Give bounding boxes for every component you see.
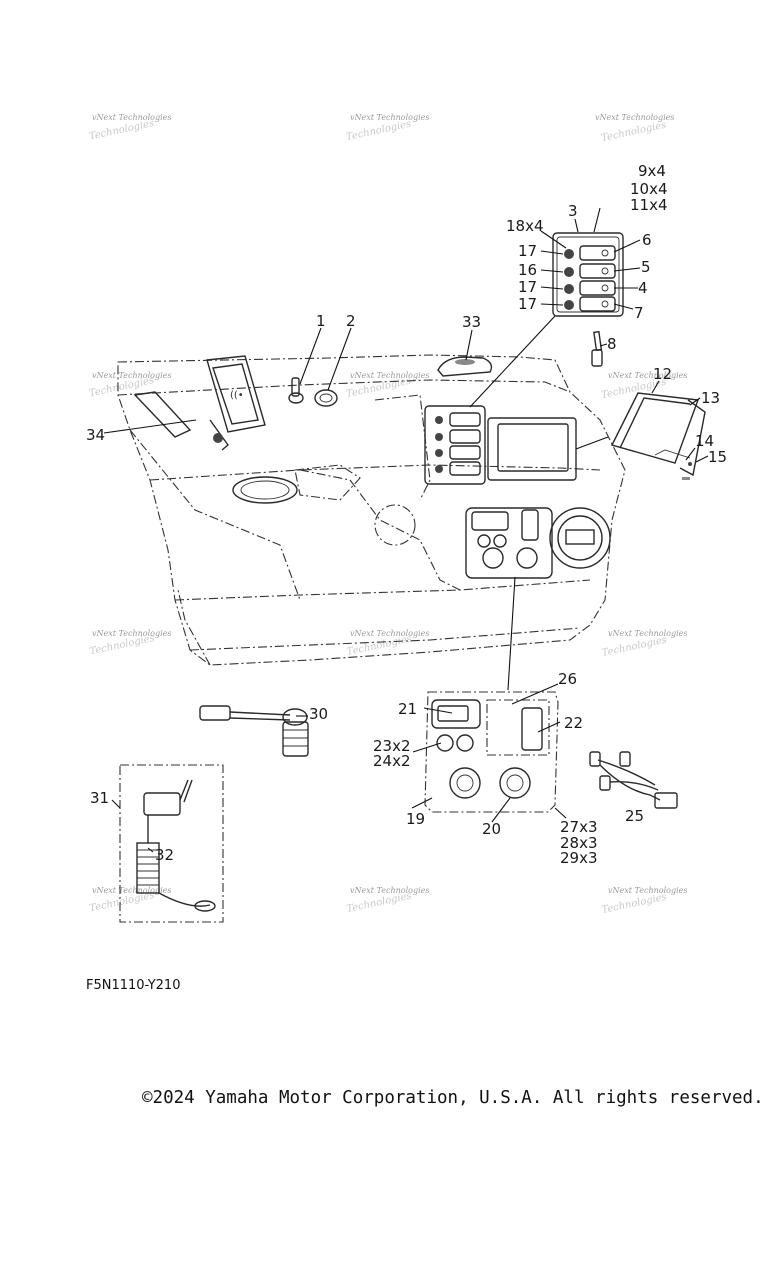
- callout-29: 29x3: [560, 849, 598, 867]
- callout-31: 31: [90, 789, 109, 807]
- callout-22: 22: [564, 714, 583, 732]
- callout-11: 11x4: [630, 196, 668, 214]
- callout-8: 8: [607, 335, 617, 353]
- callout-10: 10x4: [630, 180, 668, 198]
- callout-7: 7: [634, 304, 644, 322]
- callout-13: 13: [701, 389, 720, 407]
- gauge-unit: [610, 392, 706, 480]
- svg-text:vNext Technologies: vNext Technologies: [350, 371, 429, 380]
- svg-text:vNext Technologies: vNext Technologies: [350, 886, 429, 895]
- callout-23: 23x2: [373, 737, 411, 755]
- callout-2: 2: [346, 312, 356, 330]
- svg-text:vNext Technologies: vNext Technologies: [92, 886, 171, 895]
- kill-switch-box: [119, 764, 224, 923]
- switch-row: [564, 245, 616, 261]
- dash-control-cluster: [465, 507, 611, 579]
- svg-text:vNext Technologies: vNext Technologies: [595, 113, 674, 122]
- svg-text:vNext Technologies: vNext Technologies: [350, 113, 429, 122]
- callout-18: 18x4: [506, 217, 544, 235]
- callout-labels: 1 2 3 4 5 6 7 8 9x4 10x4 11x4 12 13 14 1…: [86, 162, 727, 867]
- callout-17b: 17: [518, 278, 537, 296]
- toggle-switch: [288, 377, 304, 404]
- switch-row: [564, 280, 616, 296]
- callout-30: 30: [309, 705, 328, 723]
- switch-row: [564, 263, 616, 279]
- leader-lines: [103, 207, 709, 853]
- svg-text:vNext Technologies: vNext Technologies: [608, 371, 687, 380]
- callout-20: 20: [482, 820, 501, 838]
- callout-5: 5: [641, 258, 651, 276]
- svg-text:vNext Technologies: vNext Technologies: [92, 371, 171, 380]
- control-panel-detail: [424, 691, 559, 813]
- svg-text:vNext Technologies: vNext Technologies: [608, 629, 687, 638]
- svg-text:Technologies: Technologies: [600, 120, 667, 145]
- fuse-part: [591, 330, 603, 367]
- callout-12: 12: [653, 365, 672, 383]
- callout-4: 4: [638, 279, 648, 297]
- usb-cable: [199, 705, 309, 757]
- svg-text:((•: ((•: [230, 390, 244, 401]
- callout-26: 26: [558, 670, 577, 688]
- callout-1: 1: [316, 312, 326, 330]
- callout-21: 21: [398, 700, 417, 718]
- svg-text:vNext Technologies: vNext Technologies: [350, 629, 429, 638]
- callout-17c: 17: [518, 295, 537, 313]
- wire-harness: [589, 751, 678, 809]
- callout-6: 6: [642, 231, 652, 249]
- copyright-notice: ©2024 Yamaha Motor Corporation, U.S.A. A…: [142, 1088, 764, 1108]
- callout-24: 24x2: [373, 752, 411, 770]
- switch-panel: [552, 232, 624, 317]
- svg-text:vNext Technologies: vNext Technologies: [92, 629, 171, 638]
- phone-holder: ((•: [133, 355, 266, 451]
- callout-27: 27x3: [560, 818, 598, 836]
- callout-9: 9x4: [638, 162, 666, 180]
- callout-3: 3: [568, 202, 578, 220]
- svg-text:vNext Technologies: vNext Technologies: [92, 113, 171, 122]
- svg-text:Technologies: Technologies: [601, 635, 668, 660]
- diagram-code: F5N1110-Y210: [86, 978, 181, 993]
- svg-text:vNext Technologies: vNext Technologies: [608, 886, 687, 895]
- callout-19: 19: [406, 810, 425, 828]
- callout-33: 33: [462, 313, 481, 331]
- dash-switch-panel: [424, 405, 486, 485]
- callout-32: 32: [155, 846, 174, 864]
- callout-17a: 17: [518, 242, 537, 260]
- callout-16: 16: [518, 261, 537, 279]
- callout-25: 25: [625, 807, 644, 825]
- switch-row: [564, 296, 616, 312]
- callout-14: 14: [695, 432, 714, 450]
- display-screen: [487, 417, 577, 481]
- speaker-part: [437, 356, 493, 377]
- callout-28: 28x3: [560, 834, 598, 852]
- svg-text:Technologies: Technologies: [345, 119, 412, 144]
- callout-34: 34: [86, 426, 105, 444]
- svg-text:Technologies: Technologies: [601, 892, 668, 917]
- dashboard-console: [117, 354, 626, 666]
- power-socket: [314, 389, 338, 407]
- callout-15: 15: [708, 448, 727, 466]
